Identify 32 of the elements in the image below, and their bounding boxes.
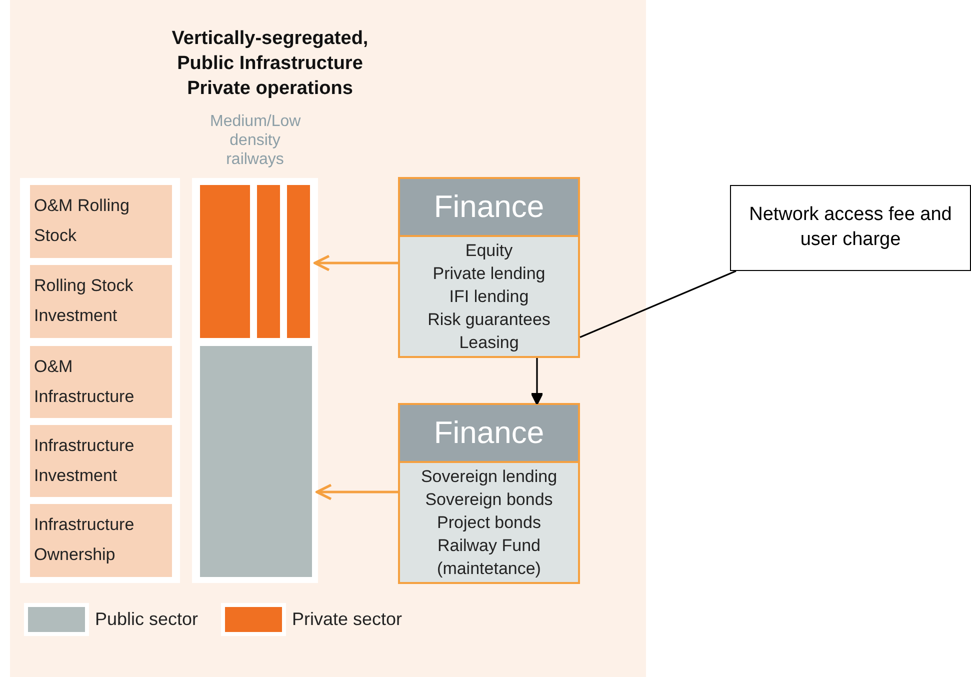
- callout-box: Network access fee and user charge: [730, 185, 971, 271]
- arrow: [316, 484, 398, 500]
- legend-label: Private sector: [292, 608, 402, 630]
- diagram-title: Vertically-segregated, Public Infrastructure Private operations: [170, 27, 370, 101]
- finance-item: Project bonds: [436, 512, 542, 534]
- finance-item: Equity: [464, 240, 514, 262]
- box-header: Finance: [400, 179, 578, 237]
- sector-box: Infrastructure Investment: [30, 425, 172, 497]
- leader-line: [580, 270, 736, 338]
- finance-item: Private lending: [432, 263, 546, 285]
- finance-item: Sovereign bonds: [424, 489, 554, 511]
- finance-box: [398, 177, 580, 358]
- finance-item: Sovereign lending: [420, 466, 558, 488]
- column-heading: Medium/Low density railways: [209, 112, 302, 169]
- finance-box: [398, 403, 580, 584]
- arrow: [314, 254, 398, 272]
- sector-box: Rolling Stock Investment: [30, 265, 172, 338]
- finance-item: IFI lending: [448, 286, 530, 308]
- public-sector-block: [200, 346, 312, 577]
- finance-item: (maintetance): [436, 558, 542, 580]
- sector-box: O&M Rolling Stock: [30, 185, 172, 258]
- private-sector-bar: [257, 185, 280, 338]
- sector-box: Infrastructure Ownership: [30, 504, 172, 577]
- finance-item: Leasing: [458, 332, 520, 354]
- finance-item: Risk guarantees: [426, 309, 552, 331]
- box-header: Finance: [400, 405, 578, 463]
- sector-box: O&M Infrastructure: [30, 346, 172, 418]
- arrow: [530, 358, 544, 405]
- private-sector-bar: [287, 185, 310, 338]
- finance-item: Railway Fund: [436, 535, 542, 557]
- legend-label: Public sector: [95, 608, 198, 630]
- private-sector-bar: [200, 185, 250, 338]
